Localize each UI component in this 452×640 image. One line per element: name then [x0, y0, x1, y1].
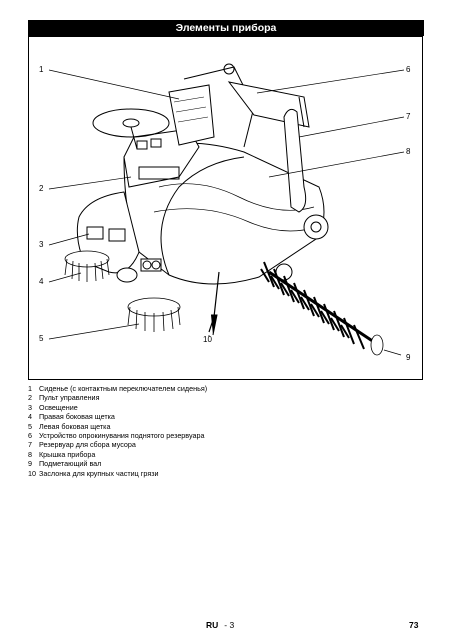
- callout-3: 3: [39, 240, 44, 249]
- callout-6: 6: [406, 65, 411, 74]
- callout-9: 9: [406, 353, 411, 362]
- callout-1: 1: [39, 65, 44, 74]
- footer-language-section: RU - 3: [206, 620, 234, 630]
- callout-8: 8: [406, 147, 411, 156]
- callout-5: 5: [39, 334, 44, 343]
- callout-2: 2: [39, 184, 44, 193]
- page-number: 73: [409, 620, 419, 630]
- callout-7: 7: [406, 112, 411, 121]
- section-title: Элементы прибора: [28, 20, 424, 36]
- machine-figure: 1 2 3 4 5 6 7 8 9 10: [28, 36, 423, 380]
- callout-4: 4: [39, 277, 44, 286]
- section-number: - 3: [224, 620, 235, 630]
- sweeper-illustration: [48, 63, 405, 356]
- language-code: RU: [206, 620, 219, 630]
- callout-10: 10: [203, 335, 212, 344]
